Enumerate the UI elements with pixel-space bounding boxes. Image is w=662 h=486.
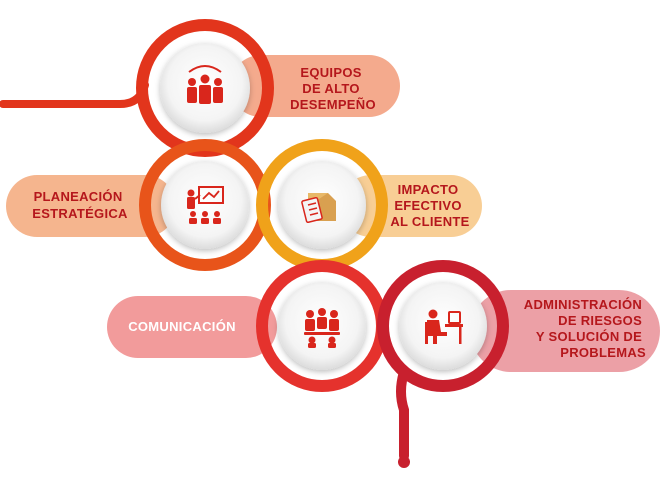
label-planeacion: PLANEACIÓN ESTRATÉGICA <box>32 189 128 221</box>
label-impacto: IMPACTO EFECTIVO AL CLIENTE <box>390 182 469 229</box>
pill-administracion <box>470 290 660 372</box>
desk-worker-icon <box>425 309 463 344</box>
team-icon <box>187 65 223 104</box>
label-equipos: EQUIPOS DE ALTO DESEMPEÑO <box>290 65 376 112</box>
label-comunicacion: COMUNICACIÓN <box>128 319 236 334</box>
pill-planeacion <box>6 175 176 237</box>
exit-tail <box>396 367 409 461</box>
pill-comunicacion <box>107 296 277 358</box>
presentation-icon <box>187 186 224 224</box>
disc-administracion <box>399 282 487 370</box>
tail-end-dot <box>398 456 410 468</box>
disc-planeacion <box>161 161 249 249</box>
box-checklist-icon <box>301 193 336 224</box>
entry-line <box>0 81 149 108</box>
ring-administracion <box>377 260 509 392</box>
label-administracion: ADMINISTRACIÓN DE RIESGOS Y SOLUCIÓN DE … <box>524 297 646 360</box>
meeting-icon <box>304 308 340 348</box>
